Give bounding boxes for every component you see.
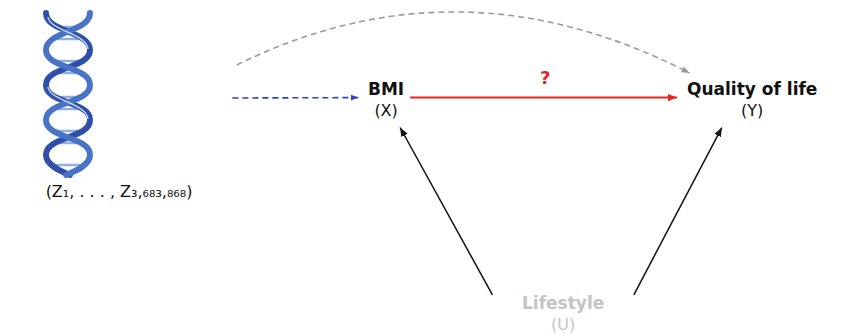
variable-name: BMI [368, 79, 404, 100]
causal-arrow [232, 97, 358, 99]
causal-arrow [237, 12, 690, 73]
variable-node: Lifestyle(U) [516, 290, 610, 335]
variable-node: Quality of life(Y) [681, 76, 823, 124]
variable-symbol: (X) [368, 100, 404, 121]
variable-node: BMI(X) [362, 76, 410, 124]
instrument-label: (Z₁, . . . , Z₃,₆₈₃,₈₆₈) [10, 181, 228, 202]
causal-arrow [400, 128, 492, 295]
causal-arrow [410, 97, 677, 99]
dna-node: (Z₁, . . . , Z₃,₆₈₃,₈₆₈) [10, 5, 228, 205]
causal-arrow [634, 128, 722, 295]
variable-symbol: (U) [522, 314, 604, 335]
edge-label: ? [538, 67, 552, 88]
dna-illustration [10, 5, 130, 180]
variable-name: Quality of life [687, 79, 817, 100]
variable-symbol: (Y) [687, 100, 817, 121]
variable-name: Lifestyle [522, 293, 604, 314]
